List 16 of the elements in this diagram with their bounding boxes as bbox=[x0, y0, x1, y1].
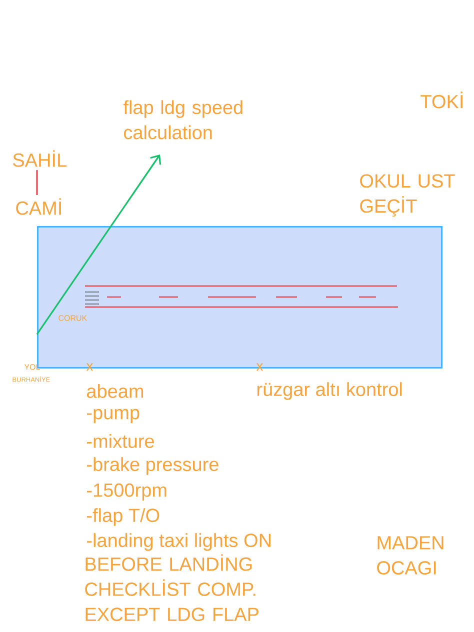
text-label: -flap T/O bbox=[87, 508, 160, 526]
text-label: CORUK bbox=[58, 315, 87, 321]
text-label: -brake pressure bbox=[87, 457, 218, 475]
text-label: -landing taxi lights ON bbox=[87, 533, 270, 551]
place-label: SAHİL bbox=[13, 150, 66, 167]
text-label: -mixture bbox=[87, 434, 154, 448]
text-label: -pump bbox=[87, 408, 140, 424]
text-label: -1500rpm bbox=[87, 483, 166, 501]
connector-line bbox=[36, 170, 38, 195]
place-label: CAMİ bbox=[16, 198, 61, 215]
text-label: TOKİ bbox=[420, 92, 462, 108]
arrow bbox=[36, 154, 162, 335]
text-label: YOL bbox=[24, 364, 40, 370]
text-label: BEFORE LANDİNG CHECKLİST COMP. EXCEPT LDG FLAP bbox=[85, 554, 258, 622]
text-label: MADEN OCAGI bbox=[377, 536, 444, 575]
place-label: flap ldg speed calculation bbox=[123, 100, 242, 140]
